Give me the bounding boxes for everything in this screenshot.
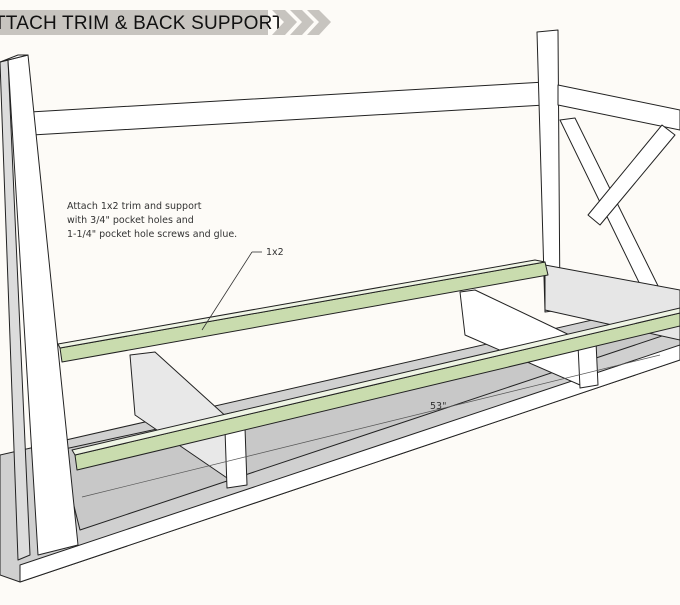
chevron-icon bbox=[272, 10, 331, 35]
front-trim-1x2-top bbox=[71, 307, 680, 456]
side-top-rail bbox=[557, 84, 680, 131]
title-text: TTACH TRIM & BACK SUPPORT bbox=[0, 13, 285, 34]
front-leg bbox=[224, 427, 248, 489]
base-front-edge bbox=[19, 344, 680, 583]
dimension-line bbox=[81, 354, 661, 498]
title-banner: TTACH TRIM & BACK SUPPORT bbox=[0, 10, 284, 35]
instruction-line: Attach 1x2 trim and support bbox=[67, 201, 202, 212]
x-brace bbox=[587, 124, 676, 226]
dimension-label: 53" bbox=[430, 401, 446, 412]
instruction-line: with 3/4" pocket holes and bbox=[67, 215, 194, 226]
back-trim-1x2-top bbox=[57, 259, 546, 349]
instruction-line: 1-1/4" pocket hole screws and glue. bbox=[67, 229, 237, 240]
front-post-top bbox=[0, 54, 29, 63]
back-top-rail bbox=[29, 81, 546, 136]
callout-label: 1x2 bbox=[266, 247, 284, 258]
callout-leader bbox=[201, 251, 253, 331]
